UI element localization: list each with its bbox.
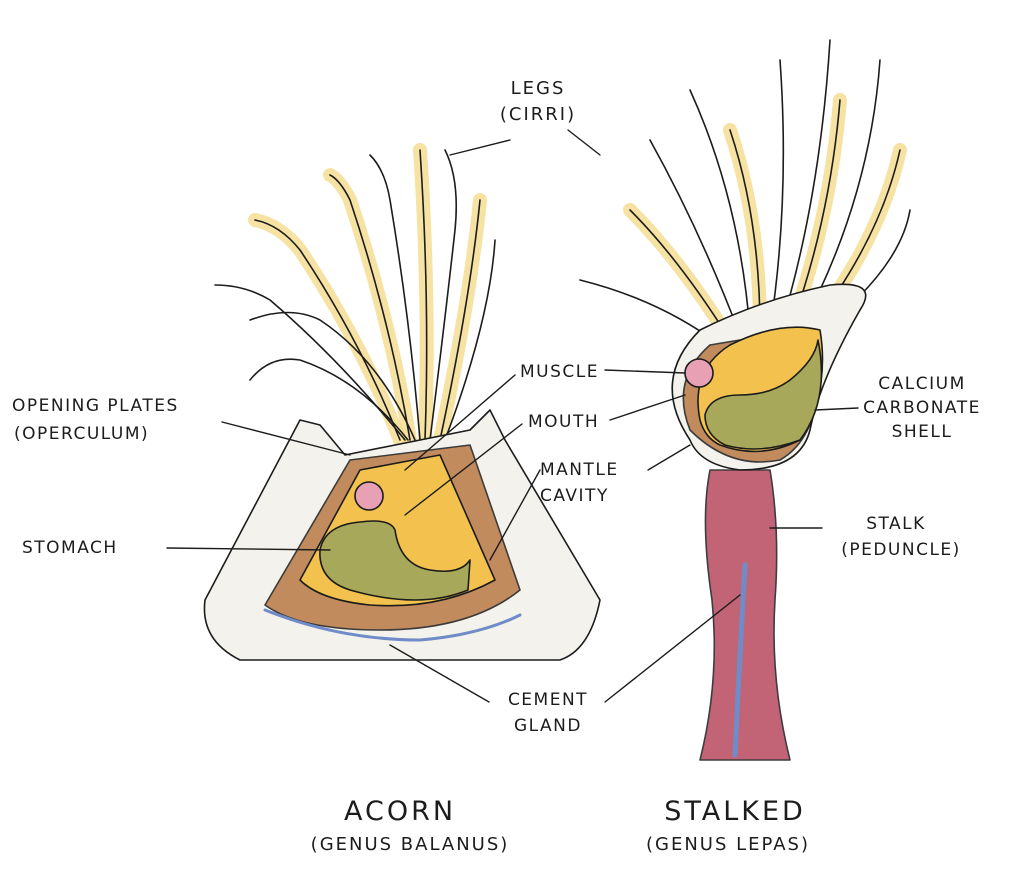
label-gland: GLAND — [514, 716, 582, 736]
acorn-cirri — [214, 143, 496, 447]
label-cement: CEMENT — [507, 690, 589, 710]
acorn-cement-gland — [263, 608, 522, 642]
acorn-barnacle — [203, 143, 601, 661]
acorn-stomach — [319, 520, 471, 601]
label-muscle: MUSCLE — [520, 362, 599, 382]
caption-acorn-genus: (GENUS BALANUS) — [310, 834, 510, 855]
label-cavity: CAVITY — [540, 486, 609, 506]
label-operculum: (OPERCULUM) — [14, 424, 150, 444]
label-shell: SHELL — [891, 422, 953, 442]
label-legs: LEGS — [510, 78, 566, 99]
label-opening-plates: OPENING PLATES — [12, 396, 179, 416]
label-mouth: MOUTH — [528, 412, 600, 432]
label-peduncle: (PEDUNCLE) — [841, 540, 961, 560]
label-calcium: CALCIUM — [878, 374, 966, 394]
label-mantle: MANTLE — [540, 460, 619, 480]
stalked-barnacle — [579, 39, 911, 761]
caption-acorn-title: ACORN — [343, 796, 457, 827]
label-carbonate: CARBONATE — [863, 398, 981, 418]
caption-stalked-title: STALKED — [664, 796, 806, 827]
stalked-cement-gland — [732, 562, 748, 758]
caption-stalked-genus: (GENUS LEPAS) — [646, 834, 810, 855]
stalked-stomach — [704, 339, 823, 450]
label-stalk: STALK — [866, 514, 926, 534]
label-stomach: STOMACH — [22, 538, 118, 558]
stalked-muscle — [684, 358, 714, 388]
label-cirri: (CIRRI) — [499, 104, 577, 125]
stalked-peduncle — [699, 469, 791, 761]
leader-lines — [166, 129, 859, 703]
acorn-muscle — [354, 481, 384, 511]
